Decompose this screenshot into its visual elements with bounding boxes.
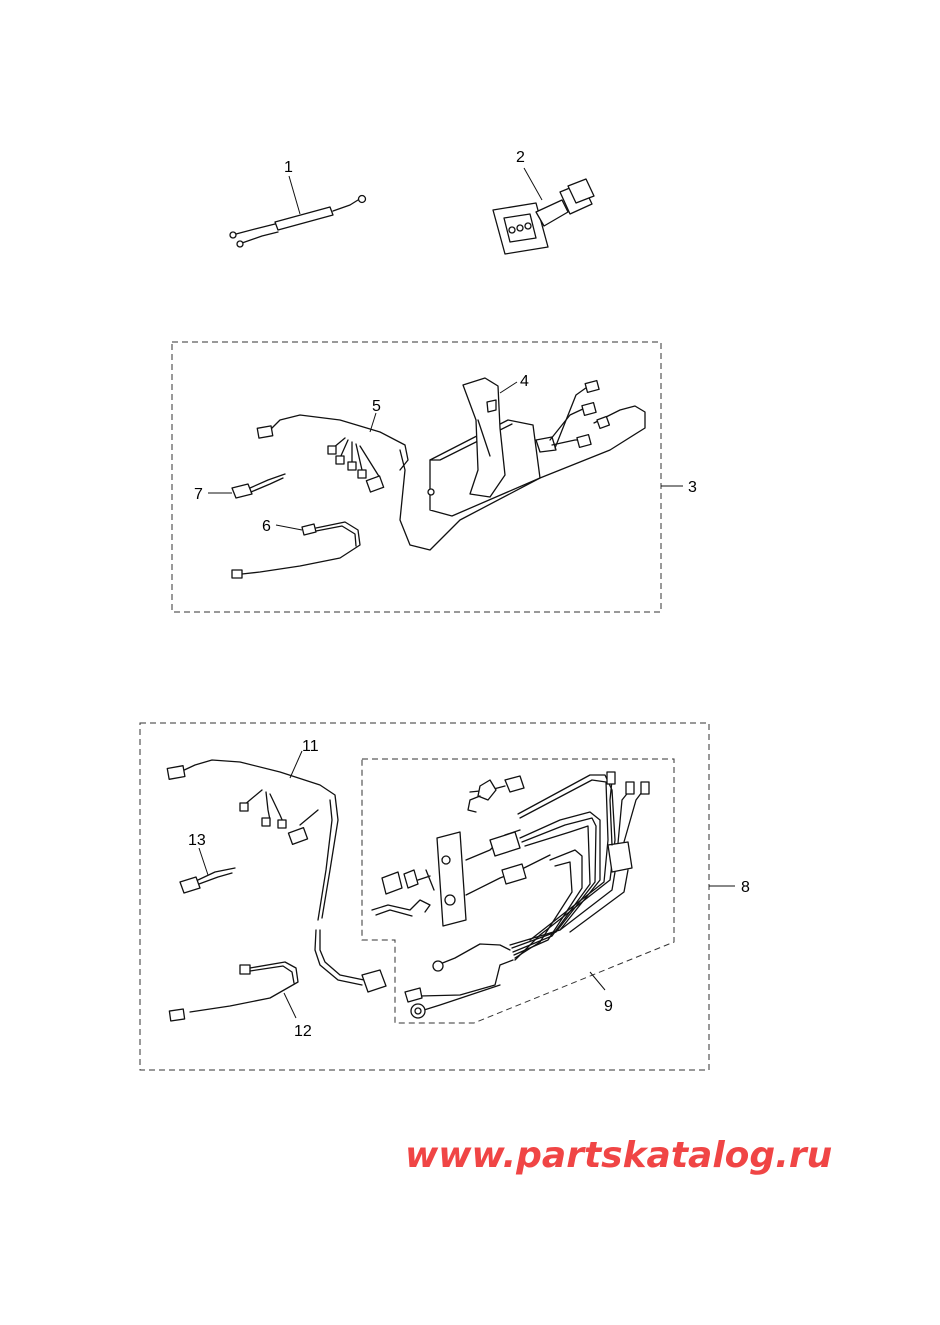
watermark-text: www.partskatalog.ru	[405, 1135, 833, 1176]
callout-13: 13	[188, 832, 206, 849]
leader-2	[523, 167, 543, 201]
part-12-extension-lead	[168, 961, 299, 1022]
part-6-extension-lead	[231, 521, 361, 579]
callout-5: 5	[372, 398, 381, 415]
callout-2: 2	[516, 149, 525, 166]
leader-1	[288, 175, 301, 215]
part-5-wiring-harness	[256, 414, 409, 493]
leader-11	[289, 750, 303, 779]
callout-3: 3	[688, 479, 697, 496]
leader-5	[369, 412, 377, 433]
group-frame-9	[361, 758, 675, 1024]
part-4-remote-control-box	[399, 377, 646, 551]
part-2-switch-panel	[492, 178, 595, 255]
group-frame-3	[171, 341, 662, 613]
group-frame-8	[139, 722, 710, 1071]
part-7-connector-lead	[231, 473, 286, 499]
part-11-main-harness	[166, 759, 387, 993]
leader-9	[589, 971, 606, 991]
callout-9: 9	[604, 998, 613, 1015]
leader-4	[499, 381, 518, 394]
callout-4: 4	[520, 373, 529, 390]
callout-11: 11	[302, 738, 319, 755]
callout-1: 1	[284, 159, 293, 176]
part-13-connector-lead	[179, 867, 236, 894]
leader-13	[198, 847, 209, 876]
callout-7: 7	[194, 486, 203, 503]
part-9-switch-panel-harness	[371, 771, 650, 1019]
callout-8: 8	[741, 879, 750, 896]
leader-12	[283, 992, 297, 1019]
callout-12: 12	[294, 1023, 312, 1040]
callout-6: 6	[262, 518, 271, 535]
part-1-resistor-lead	[229, 194, 367, 248]
leader-6	[275, 524, 303, 531]
